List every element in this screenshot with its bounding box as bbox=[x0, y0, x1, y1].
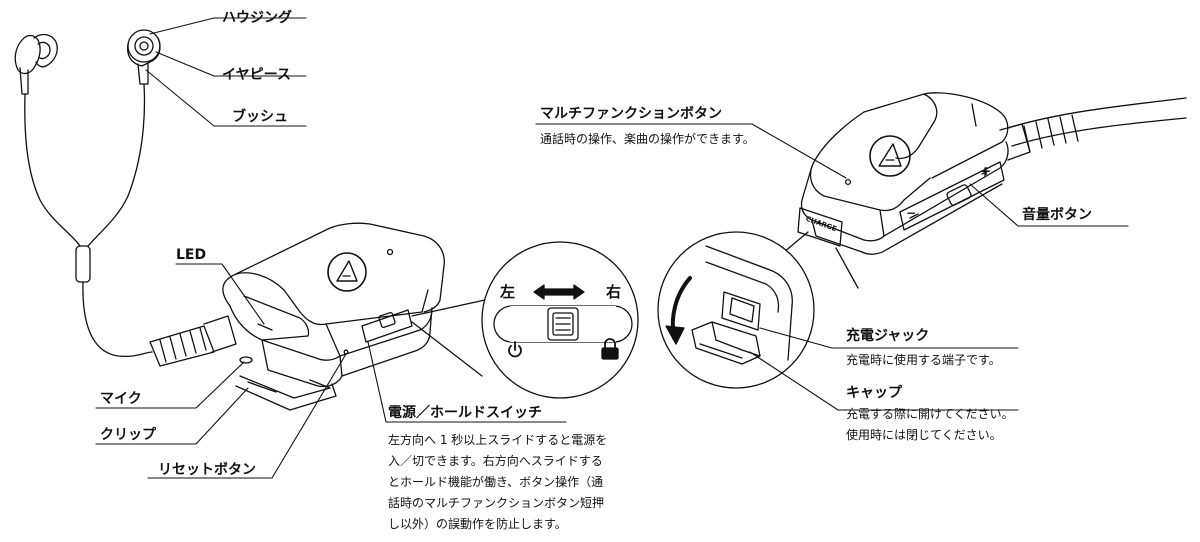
switch-right-label: 右 bbox=[606, 283, 622, 301]
earphone-left bbox=[14, 33, 81, 247]
label-power-switch: 電源／ホールドスイッチ bbox=[388, 405, 542, 421]
label-reset: リセットボタン bbox=[158, 462, 256, 478]
power-switch-desc-line: 左方向へ 1 秒以上スライドすると電源を bbox=[388, 433, 608, 447]
power-icon bbox=[508, 341, 522, 358]
switch-left-label: 左 bbox=[500, 283, 516, 301]
label-volume: 音量ボタン bbox=[1022, 207, 1092, 223]
charge-detail bbox=[657, 231, 859, 389]
leader-lines bbox=[95, 17, 1129, 479]
power-switch-desc-line: とホールド機能が働き、ボタン操作（通 bbox=[388, 475, 604, 489]
power-switch-desc-line: 話時のマルチファンクションボタン短押 bbox=[388, 496, 605, 510]
label-charge-jack: 充電ジャック bbox=[846, 328, 930, 344]
lock-icon bbox=[601, 338, 619, 360]
power-switch-desc-line: 入／切できます。右方向へスライドする bbox=[388, 454, 603, 468]
power-switch-desc-line: し以外）の誤動作を防止します。 bbox=[388, 517, 567, 531]
remote-right bbox=[797, 92, 1187, 255]
label-eartip: イヤピース bbox=[222, 67, 291, 83]
label-bush: ブッシュ bbox=[232, 109, 288, 125]
cap-desc-line: 充電する際に開けてください。 bbox=[846, 407, 1014, 421]
label-multifunction: マルチファンクションボタン bbox=[540, 106, 722, 122]
switch-detail bbox=[411, 241, 639, 399]
label-led: LED bbox=[176, 247, 207, 263]
power-switch-desc: 左方向へ 1 秒以上スライドすると電源を 入／切できます。右方向へスライドする … bbox=[388, 430, 607, 535]
remote-left bbox=[149, 222, 445, 411]
label-mic: マイク bbox=[100, 391, 142, 407]
label-housing: ハウジング bbox=[222, 10, 292, 26]
cap-desc: 充電する際に開けてください。 使用時には閉じてください。 bbox=[846, 404, 1014, 446]
charge-jack-desc: 充電時に使用する端子です。 bbox=[846, 353, 1001, 367]
label-cap: キャップ bbox=[846, 385, 902, 401]
volume-minus: − bbox=[906, 206, 917, 220]
y-splitter bbox=[75, 245, 153, 358]
volume-plus: + bbox=[981, 164, 992, 178]
double-arrow-icon bbox=[533, 284, 585, 300]
cap-desc-line: 使用時には閉じてください。 bbox=[846, 428, 1002, 442]
multifunction-desc: 通話時の操作、楽曲の操作ができます。 bbox=[540, 132, 755, 146]
earphone-right bbox=[87, 29, 161, 247]
label-clip: クリップ bbox=[100, 427, 156, 443]
